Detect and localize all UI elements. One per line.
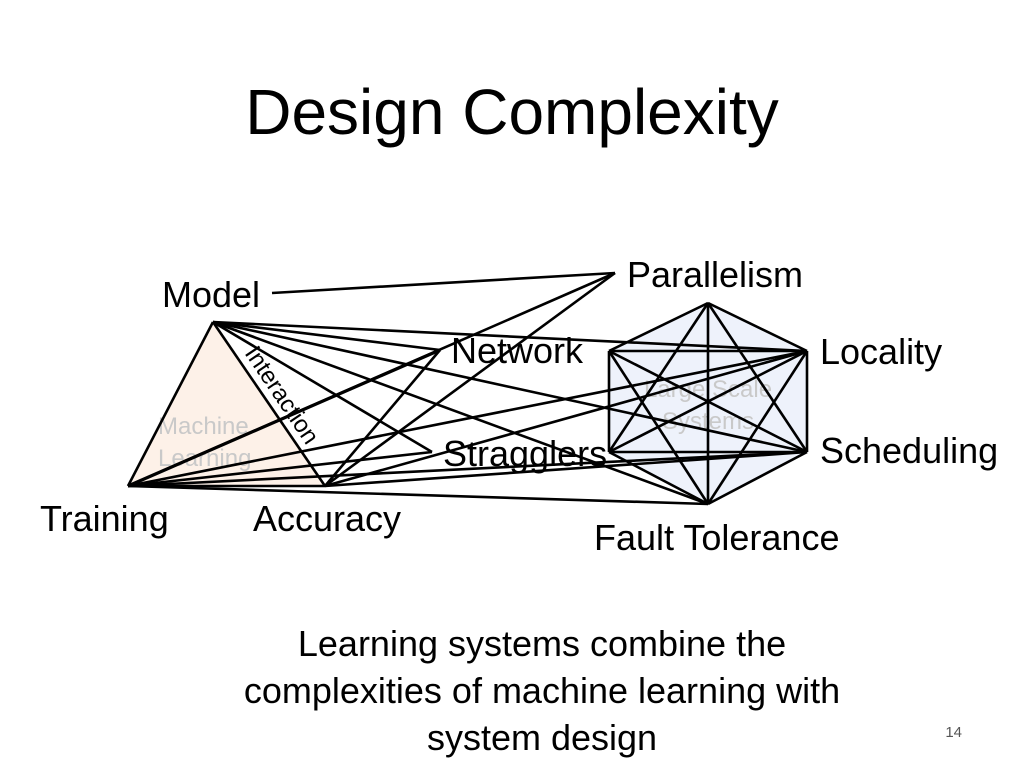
node-label-parallelism: Parallelism — [627, 254, 803, 295]
edge-parallelism-locality — [707, 301, 808, 353]
edge-training-scheduling — [127, 450, 808, 488]
slide-caption: Learning systems combine the complexitie… — [243, 623, 841, 758]
edge-model-parallelism — [271, 271, 616, 295]
node-label-locality: Locality — [820, 331, 942, 372]
page-number: 14 — [945, 724, 962, 741]
edge-model-locality — [212, 320, 808, 353]
edge-training-parallelism — [127, 271, 616, 488]
edge-training-locality — [127, 349, 808, 488]
edge-model-accuracy — [211, 321, 327, 487]
edge-training-fault-tolerance — [127, 484, 709, 506]
edge-training-stragglers — [127, 450, 433, 488]
node-label-accuracy: Accuracy — [253, 498, 401, 539]
node-label-scheduling: Scheduling — [820, 430, 998, 471]
machine-learning-label-line1: Machine — [158, 413, 249, 440]
edge-model-scheduling — [212, 320, 808, 454]
node-label-training: Training — [40, 498, 169, 539]
node-label-model: Model — [162, 274, 260, 315]
edge-accuracy-network — [324, 349, 441, 487]
edge-fault-tolerance-network — [607, 350, 710, 505]
node-label-stragglers: Stragglers — [443, 433, 607, 474]
node-label-network: Network — [451, 330, 584, 371]
edge-group — [126, 271, 809, 506]
edge-scheduling-network — [608, 349, 808, 454]
edge-accuracy-locality — [324, 349, 808, 488]
edge-accuracy-parallelism — [324, 271, 616, 488]
machine-learning-region — [128, 322, 325, 486]
edge-model-stragglers — [212, 320, 433, 454]
edge-model-training — [126, 321, 215, 487]
edge-model-network — [212, 320, 441, 352]
edge-model-fault-tolerance — [212, 320, 709, 506]
node-label-fault-tolerance: Fault Tolerance — [594, 517, 839, 558]
edge-scheduling-fault-tolerance — [707, 450, 808, 506]
slide-title: Design Complexity — [245, 76, 779, 148]
edge-accuracy-scheduling — [324, 450, 808, 488]
